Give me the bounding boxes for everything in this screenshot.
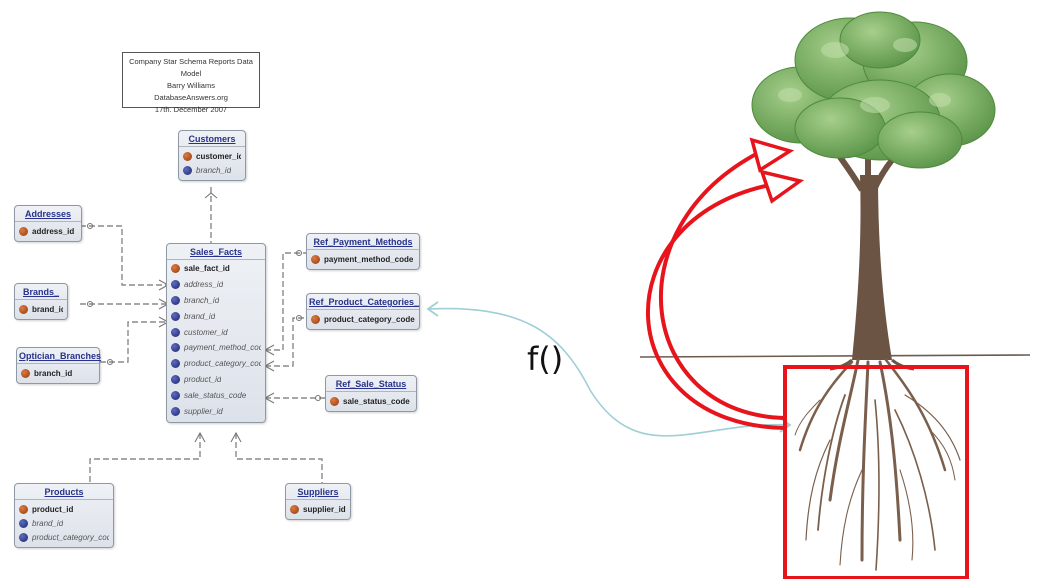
primary-key-icon — [171, 264, 180, 274]
function-label: f() — [527, 340, 564, 378]
table-title: Customers — [179, 131, 245, 147]
table-optician-branches: Optician_Branches branch_id — [16, 347, 101, 384]
title-line: 17th. December 2007 — [154, 105, 228, 114]
title-line: Company Star Schema Reports Data Model — [129, 57, 253, 78]
foreign-key-icon — [171, 327, 180, 337]
roots-highlight-box — [783, 365, 969, 579]
title-line: DatabaseAnswers.org — [154, 93, 228, 102]
function-connector-line — [427, 307, 791, 437]
primary-key-icon — [21, 368, 30, 378]
ground-line — [639, 354, 1031, 358]
column-name: customer_id — [196, 151, 241, 161]
column-name: payment_method_code — [184, 343, 261, 353]
table-title: Ref_Product_Categories_ — [307, 294, 419, 310]
foreign-key-icon — [183, 165, 192, 175]
primary-key-icon — [311, 314, 320, 324]
column-name: sale_status_code — [343, 396, 410, 406]
foreign-key-icon — [171, 390, 180, 400]
primary-key-icon — [19, 504, 28, 514]
column-name: payment_method_code — [324, 254, 414, 264]
column-name: supplier_id — [303, 504, 346, 514]
table-title: Ref_Payment_Methods — [307, 234, 419, 250]
curved-arrow-icon — [646, 137, 805, 430]
table-ref-product-categories: Ref_Product_Categories_ product_category… — [306, 293, 420, 330]
column-name: product_category_code — [324, 314, 415, 324]
table-title: Ref_Sale_Status — [326, 376, 416, 392]
diagram-title-box: Company Star Schema Reports Data Model B… — [122, 52, 260, 114]
table-title: Products — [15, 484, 113, 500]
tree-illustration — [751, 11, 996, 571]
foreign-key-icon — [171, 280, 180, 290]
column-name: brand_id — [32, 518, 64, 528]
column-name: address_id — [184, 280, 224, 290]
column-name: address_id — [32, 226, 75, 236]
primary-key-icon — [290, 504, 299, 514]
primary-key-icon — [330, 396, 339, 406]
primary-key-icon — [19, 304, 28, 314]
column-name: sale_status_code — [184, 390, 247, 400]
primary-key-icon — [183, 151, 192, 161]
connector-arrowhead-left-icon — [426, 301, 439, 317]
primary-key-icon — [311, 254, 320, 264]
column-name: supplier_id — [184, 406, 223, 416]
table-ref-sale-status: Ref_Sale_Status sale_status_code — [325, 375, 417, 412]
foreign-key-icon — [171, 359, 180, 369]
column-name: branch_id — [184, 295, 220, 305]
foreign-key-icon — [171, 406, 180, 416]
foreign-key-icon — [171, 374, 180, 384]
column-name: sale_fact_id — [184, 264, 230, 274]
foreign-key-icon — [19, 518, 28, 528]
table-title: Sales_Facts — [167, 244, 265, 260]
primary-key-icon — [19, 226, 28, 236]
column-name: branch_id — [196, 165, 232, 175]
column-name: brand_id — [32, 304, 63, 314]
table-ref-payment-methods: Ref_Payment_Methods payment_method_code — [306, 233, 420, 270]
foreign-key-icon — [19, 532, 28, 542]
table-brands: Brands_ brand_id — [14, 283, 68, 320]
column-name: brand_id — [184, 311, 216, 321]
table-title: Optician_Branches — [17, 348, 101, 364]
title-line: Barry Williams — [167, 81, 215, 90]
table-sales-facts: Sales_Facts sale_fact_id address_id bran… — [166, 243, 266, 423]
column-name: product_category_code — [32, 532, 109, 542]
foreign-key-icon — [171, 295, 180, 305]
table-customers: Customers customer_id branch_id — [178, 130, 246, 181]
column-name: branch_id — [34, 368, 73, 378]
foreign-key-icon — [171, 343, 180, 353]
table-title: Suppliers — [286, 484, 350, 500]
table-title: Brands_ — [15, 284, 67, 300]
foreign-key-icon — [171, 311, 180, 321]
table-suppliers: Suppliers supplier_id — [285, 483, 351, 520]
column-name: customer_id — [184, 327, 228, 337]
table-addresses: Addresses address_id — [14, 205, 82, 242]
table-products: Products product_id brand_id product_cat… — [14, 483, 114, 548]
column-name: product_id — [32, 504, 74, 514]
column-name: product_id — [184, 374, 222, 384]
table-title: Addresses — [15, 206, 81, 222]
column-name: product_category_code — [184, 359, 261, 369]
